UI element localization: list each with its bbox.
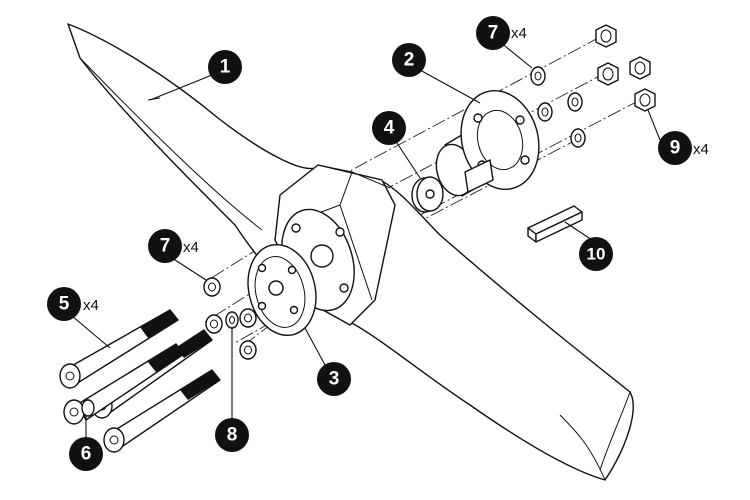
callout-7-rear: 7 — [476, 16, 510, 50]
callout-9-qty: x4 — [693, 141, 709, 158]
hub-flange — [435, 90, 540, 197]
svg-text:3: 3 — [329, 369, 340, 390]
callout-5: 5 — [47, 287, 81, 321]
svg-text:1: 1 — [220, 57, 231, 78]
svg-text:5: 5 — [59, 294, 70, 315]
callout-3: 3 — [317, 362, 351, 396]
callout-10: 10 — [579, 237, 613, 271]
callout-8: 8 — [215, 418, 249, 452]
svg-text:9: 9 — [670, 138, 681, 159]
callout-2: 2 — [392, 43, 426, 77]
svg-text:7: 7 — [488, 23, 499, 44]
svg-text:2: 2 — [404, 50, 415, 71]
washers-front — [203, 277, 257, 360]
callout-5-qty: x4 — [83, 297, 99, 314]
small-washer — [225, 311, 239, 329]
callout-1: 1 — [208, 50, 242, 84]
callout-7-front: 7 — [148, 229, 182, 263]
callout-7-front-qty: x4 — [183, 239, 199, 256]
front-plate — [247, 243, 317, 337]
callout-9: 9 — [658, 131, 692, 165]
key — [527, 205, 583, 243]
nuts — [595, 24, 656, 112]
leader-lines — [71, 41, 661, 440]
callout-6: 6 — [69, 437, 103, 471]
callout-7-rear-qty: x4 — [511, 25, 527, 42]
spacer — [411, 176, 444, 213]
callout-4: 4 — [372, 111, 406, 145]
svg-text:7: 7 — [160, 236, 171, 257]
svg-text:8: 8 — [227, 425, 238, 446]
svg-text:6: 6 — [81, 444, 92, 465]
bolts — [59, 309, 221, 453]
svg-text:10: 10 — [587, 245, 606, 264]
svg-text:4: 4 — [384, 118, 395, 139]
washers-rear — [530, 66, 586, 148]
propeller-blade — [67, 23, 634, 481]
